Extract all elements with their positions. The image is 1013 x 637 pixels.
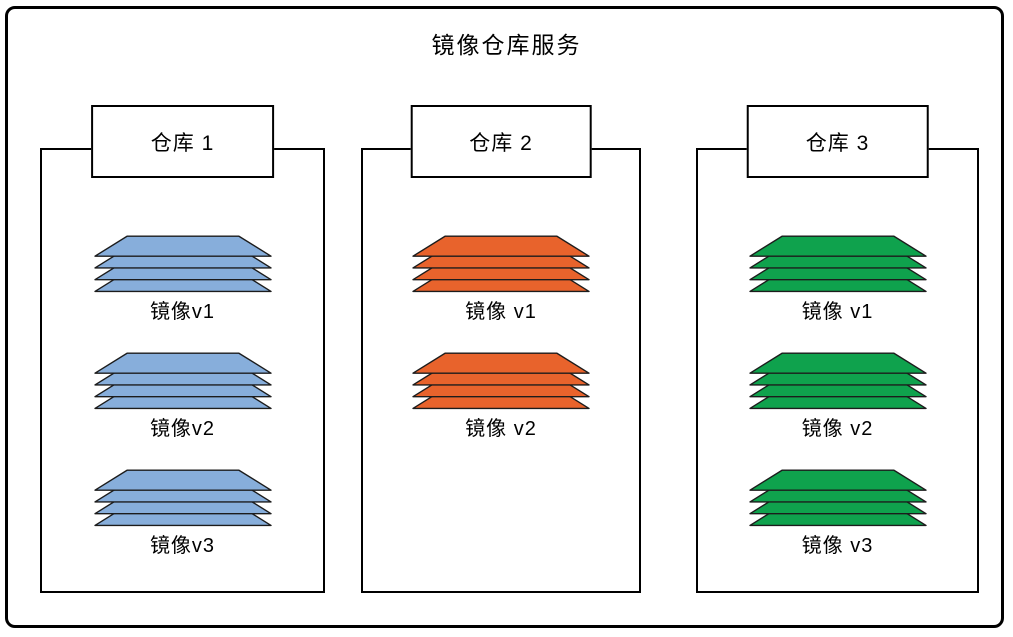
image-layers-icon (93, 235, 272, 293)
repository-label-box: 仓库 1 (90, 105, 275, 178)
image-stack: 镜像v3 (93, 469, 272, 560)
image-layers-icon (748, 469, 927, 527)
image-stack: 镜像 v2 (412, 352, 590, 443)
repository-label: 仓库 3 (805, 131, 870, 155)
image-stack: 镜像v1 (93, 235, 272, 326)
image-layers-icon (93, 469, 272, 527)
repository: 镜像v1 镜像v2 镜像v3 仓库 1 (40, 105, 325, 593)
image-version-label: 镜像 v2 (465, 418, 537, 440)
image-version-label: 镜像v2 (149, 418, 216, 440)
image-stack: 镜像 v1 (412, 235, 590, 326)
repository-body: 镜像 v1 镜像 v2 镜像 v3 (696, 148, 979, 593)
image-version-label: 镜像 v2 (801, 418, 874, 440)
repository-label: 仓库 1 (150, 131, 215, 155)
image-stack: 镜像 v2 (748, 352, 927, 443)
image-layers-icon (748, 352, 927, 410)
image-layers-icon (412, 235, 590, 293)
image-version-label: 镜像 v3 (801, 535, 874, 557)
image-layers-icon (748, 235, 927, 293)
image-layers-icon (93, 352, 272, 410)
image-version-label: 镜像v3 (149, 535, 216, 557)
diagram-title: 镜像仓库服务 (431, 32, 582, 58)
image-stack: 镜像 v3 (748, 469, 927, 560)
repository-label: 仓库 2 (469, 131, 533, 155)
repository-label-box: 仓库 3 (746, 105, 929, 178)
repository-body: 镜像v1 镜像v2 镜像v3 (40, 148, 325, 593)
repository: 镜像 v1 镜像 v2 镜像 v3 仓库 3 (696, 105, 979, 593)
image-layers-icon (412, 352, 590, 410)
image-version-label: 镜像v1 (149, 301, 216, 323)
outer-frame (5, 6, 1004, 628)
image-version-label: 镜像 v1 (465, 301, 537, 323)
image-stack: 镜像 v1 (748, 235, 927, 326)
repository-label-box: 仓库 2 (410, 105, 592, 178)
image-stack: 镜像v2 (93, 352, 272, 443)
image-version-label: 镜像 v1 (801, 301, 874, 323)
repository-body: 镜像 v1 镜像 v2 (361, 148, 641, 593)
repository: 镜像 v1 镜像 v2 仓库 2 (361, 105, 641, 593)
